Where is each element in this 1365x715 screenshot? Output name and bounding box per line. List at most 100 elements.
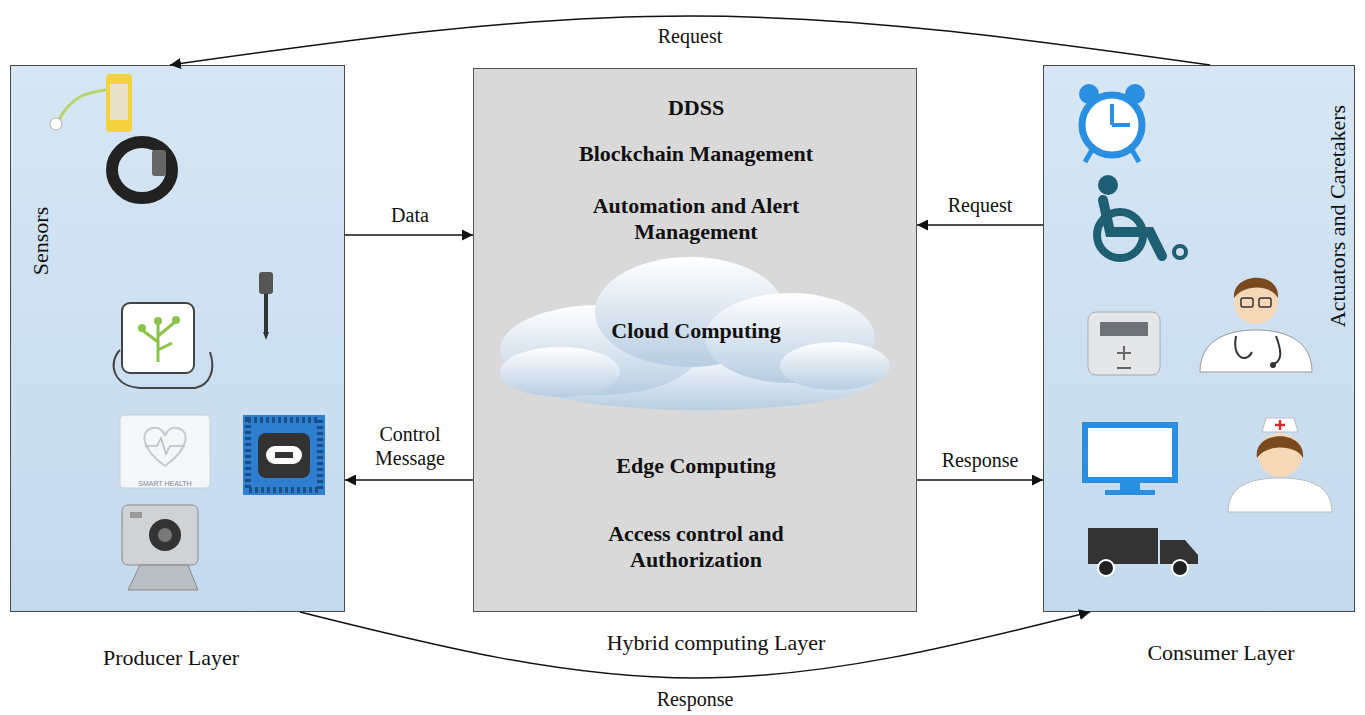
thermostat-icon-part — [1100, 322, 1148, 336]
camera-icon-part — [128, 565, 198, 590]
text-slot: Producer Layer — [41, 645, 301, 671]
doctor-figure — [1200, 278, 1312, 372]
text-slot: Automation and Alert Management — [546, 193, 846, 246]
connector-label: Request — [656, 24, 724, 48]
module-label: DDSS — [668, 95, 724, 121]
truck-icon-part — [1172, 560, 1188, 576]
layer-label: Hybrid computing Layer — [607, 630, 826, 656]
module-label: Cloud Computing — [611, 318, 780, 344]
doctor-figure-part — [1270, 362, 1276, 368]
module-label: Automation and Alert Management — [546, 193, 846, 246]
sensor-patch-icon-part — [58, 90, 106, 122]
hand-tablet-icon-part — [142, 322, 175, 362]
text-slot: Request — [925, 193, 1035, 217]
hand-tablet-icon-part — [122, 303, 194, 373]
sensor-patch-icon-part — [50, 118, 62, 130]
temperature-probe-icon-part — [263, 332, 269, 340]
text-slot: Actuators and Caretakers — [1325, 105, 1351, 327]
text-slot: Sensors — [28, 207, 54, 275]
nurse-figure-part — [1257, 436, 1303, 458]
sensor-patch-icon-part — [110, 84, 128, 120]
text-slot: Hybrid computing Layer — [526, 630, 906, 656]
wristband-icon-part — [152, 150, 166, 176]
connector-label: Response — [940, 448, 1021, 472]
wheelchair-icon-part — [1103, 200, 1162, 256]
text-slot: Response — [924, 448, 1036, 472]
text-slot: Control Message — [360, 422, 460, 470]
microcontroller-chip-icon-part — [243, 415, 325, 495]
camera-icon-part — [149, 519, 181, 551]
module-label: Blockchain Management — [579, 141, 813, 167]
sensor-patch-icon-part — [106, 74, 132, 132]
camera-icon-part — [130, 512, 142, 518]
nurse-figure — [1228, 418, 1332, 512]
thermostat-icon — [1088, 312, 1160, 375]
connector-arrow — [917, 224, 1043, 226]
text-slot: Edge Computing — [506, 453, 886, 479]
doctor-figure-part — [1200, 330, 1312, 372]
hand-tablet-icon-part — [138, 324, 146, 332]
wheelchair-icon-part — [1098, 175, 1118, 195]
text-slot: Access control and Authorization — [546, 521, 846, 574]
smart-health-tile-part — [120, 415, 210, 488]
hand-tablet-icon — [114, 303, 213, 388]
connector-arrow — [300, 612, 1090, 678]
thermostat-icon-part — [1088, 312, 1160, 375]
thermostat-icon-part — [1117, 346, 1131, 368]
module-label: Edge Computing — [616, 453, 776, 479]
camera-icon-part — [158, 528, 172, 542]
truck-icon — [1088, 528, 1198, 576]
microcontroller-chip-icon — [243, 415, 325, 495]
text-slot: Blockchain Management — [506, 141, 886, 167]
panel-side-title: Actuators and Caretakers — [1325, 105, 1351, 327]
layer-label: Producer Layer — [103, 645, 239, 671]
hand-tablet-icon-part — [154, 317, 162, 325]
truck-icon-part — [1098, 560, 1114, 576]
cloud-shape-part — [780, 342, 890, 390]
hand-tablet-icon-part — [114, 350, 213, 388]
text-slot: Consumer Layer — [1091, 640, 1351, 666]
temperature-probe-icon — [259, 272, 273, 340]
layer-label: Consumer Layer — [1147, 640, 1294, 666]
alarm-clock-icon-part — [1085, 150, 1139, 162]
monitor-icon-part — [1105, 490, 1155, 495]
smart-health-tile — [120, 415, 210, 488]
connector-arrow — [345, 479, 473, 481]
doctor-figure-part — [1234, 278, 1278, 298]
nurse-figure-part — [1275, 420, 1285, 430]
temperature-probe-icon-part — [264, 294, 268, 332]
cloud-shape-part — [500, 347, 620, 397]
camera-icon-part — [122, 505, 198, 565]
doctor-figure-part — [1241, 298, 1253, 307]
alarm-clock-icon-part — [1082, 95, 1142, 155]
alarm-clock-icon-part — [1112, 104, 1130, 125]
microcontroller-chip-icon-part — [275, 452, 293, 458]
connector-label: Data — [389, 203, 431, 227]
microcontroller-chip-icon-part — [266, 446, 302, 464]
monitor-icon-part — [1085, 425, 1175, 480]
nurse-figure-part — [1262, 418, 1298, 432]
text-slot: Response — [595, 687, 795, 711]
sensor-patch-icon — [50, 74, 132, 132]
text-slot: DDSS — [506, 95, 886, 121]
smart-health-tile-part — [144, 428, 185, 466]
text-slot: Request — [590, 24, 790, 48]
monitor-icon — [1085, 425, 1175, 495]
connector-label: Response — [655, 687, 736, 711]
camera-icon — [122, 505, 198, 590]
microcontroller-chip-icon-part — [248, 420, 320, 490]
nurse-figure-part — [1228, 478, 1332, 512]
connector-arrow — [170, 16, 1210, 65]
doctor-figure-part — [1235, 336, 1280, 364]
cloud-shape — [500, 257, 890, 410]
text-slot: Data — [355, 203, 465, 227]
device-brand-text: SMART HEALTH — [138, 480, 191, 488]
alarm-clock-icon — [1079, 84, 1145, 162]
wristband-icon — [112, 142, 172, 198]
microcontroller-chip-icon-part — [258, 433, 310, 478]
wheelchair-icon-part — [1174, 246, 1186, 258]
connector-arrow — [345, 234, 473, 236]
temperature-probe-icon-part — [259, 272, 273, 294]
module-label: Access control and Authorization — [546, 521, 846, 574]
connector-label: Control Message — [360, 422, 460, 470]
